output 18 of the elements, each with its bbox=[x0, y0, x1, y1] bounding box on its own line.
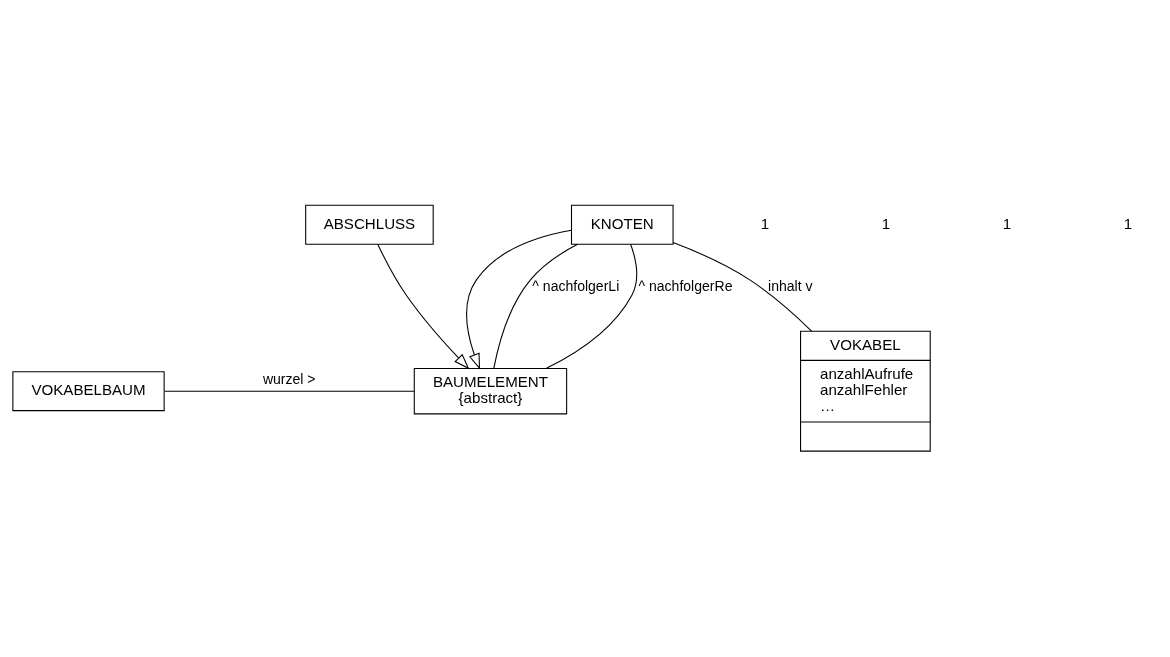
label: 1 bbox=[1002, 214, 1012, 232]
node-box: KNOTEN bbox=[570, 204, 674, 245]
connector bbox=[493, 243, 579, 369]
label: 1 bbox=[1123, 214, 1133, 232]
arrow bbox=[466, 229, 572, 370]
edge-label: ^ nachfolgerRe bbox=[638, 278, 733, 295]
label: 1 bbox=[760, 214, 770, 232]
arrow bbox=[377, 243, 470, 370]
label: 1 bbox=[881, 214, 891, 232]
connector bbox=[545, 243, 638, 369]
edge-label: inhalt v bbox=[768, 278, 813, 295]
node-box: VOKABELBAUM bbox=[12, 371, 165, 412]
edge-label: wurzel > bbox=[262, 371, 316, 388]
node-box: BAUMELEMENT {abstract} bbox=[413, 367, 568, 415]
connector bbox=[164, 390, 415, 392]
connector bbox=[672, 242, 813, 332]
node-box: ABSCHLUSS bbox=[305, 204, 434, 245]
edge-label: ^ nachfolgerLi bbox=[532, 278, 620, 295]
